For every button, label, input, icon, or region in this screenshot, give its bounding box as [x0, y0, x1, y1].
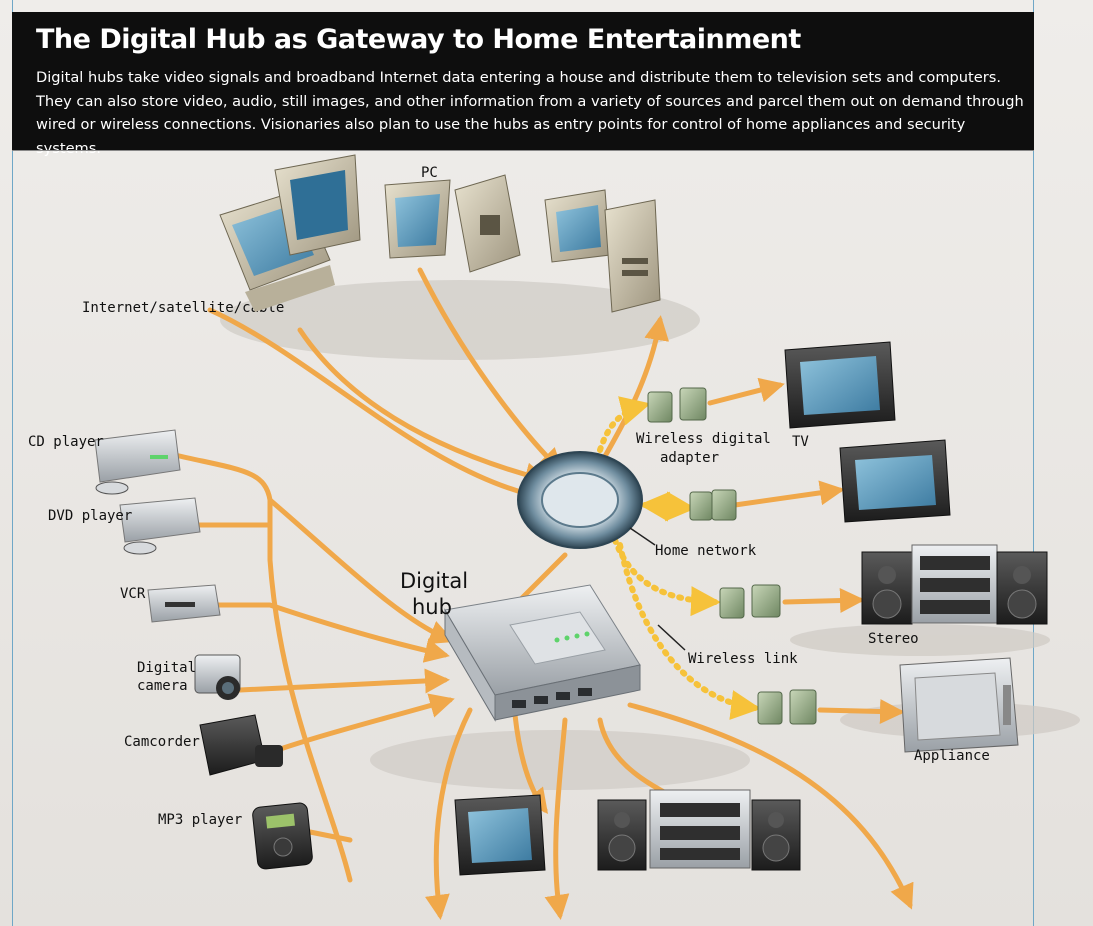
wire-pc-2	[417, 267, 564, 474]
hub-ports	[512, 688, 592, 708]
label-wireless-adapter-1: Wireless digital	[636, 431, 771, 447]
wire-camera	[237, 668, 450, 694]
tv-1: TV	[784, 341, 896, 450]
wire-adapter-stereo	[782, 588, 865, 614]
header-banner: The Digital Hub as Gateway to Home Enter…	[12, 12, 1034, 157]
diagram-title: The Digital Hub as Gateway to Home Enter…	[36, 24, 801, 55]
wire-cd	[267, 497, 455, 645]
header-rule	[12, 150, 1034, 151]
wire-sources-bus	[172, 452, 353, 883]
vcr: VCR	[120, 584, 221, 623]
dvd-player: DVD player	[48, 497, 201, 555]
wire-adapter-tv2	[732, 480, 845, 508]
label-wireless-adapter-2: adapter	[660, 450, 719, 466]
wireless-adapter-tv: Wireless digital adapter	[636, 387, 771, 466]
label-tv: TV	[792, 434, 809, 450]
wireless-adapter-tv2	[689, 489, 737, 521]
hub-status-lights	[554, 631, 590, 643]
wireless-network-adapter2	[639, 491, 696, 522]
pc-monitor-2	[274, 154, 361, 256]
page-margin-line-right	[1033, 0, 1034, 926]
pc-tower-2	[604, 199, 661, 313]
source-devices: CD player DVD player VCR Digital camera	[28, 429, 313, 870]
digital-camera: Digital camera	[137, 654, 241, 700]
cd-player: CD player	[28, 429, 181, 495]
wireless-links	[597, 396, 761, 720]
pc-monitor-4	[544, 189, 611, 263]
tv-bottom	[454, 794, 546, 876]
bottom-devices	[454, 789, 801, 876]
wireless-adapter-stereo	[719, 584, 781, 619]
label-digital-camera-2: camera	[137, 678, 188, 694]
label-vcr: VCR	[120, 586, 146, 602]
label-appliance: Appliance	[914, 748, 990, 764]
appliance: Appliance	[899, 657, 1019, 764]
wire-internet	[207, 307, 560, 510]
label-internet-satellite-cable: Internet/satellite/cable	[82, 300, 284, 316]
wireless-network-adapter4	[617, 542, 761, 720]
stereo-system: Stereo	[861, 544, 1048, 647]
wire-hub-down-5	[627, 702, 914, 910]
home-network-ring: Home network	[517, 451, 757, 559]
digital-hub: Digital hub	[400, 569, 641, 722]
wire-adapter-tv	[707, 377, 785, 406]
label-pc: PC	[421, 165, 438, 181]
wire-hub-down-1	[424, 707, 473, 920]
wireless-link-pointer	[657, 624, 686, 651]
tv-2	[839, 439, 951, 523]
output-devices: TV Stereo Appliance	[784, 341, 1048, 764]
camcorder: Camcorder	[124, 714, 283, 776]
label-home-network: Home network	[655, 543, 757, 559]
wireless-adapters: Wireless digital adapter	[636, 387, 817, 725]
label-dvd-player: DVD player	[48, 508, 132, 524]
pc-monitor-3	[384, 179, 451, 259]
label-camcorder: Camcorder	[124, 734, 200, 750]
label-digital-hub-1: Digital	[400, 569, 468, 593]
wire-hub-down-3	[544, 717, 570, 920]
wire-vcr	[212, 602, 450, 663]
pc-cluster: PC	[219, 154, 661, 313]
page-margin-line-left	[12, 0, 13, 926]
diagram-caption: Digital hubs take video signals and broa…	[36, 69, 1024, 157]
label-cd-player: CD player	[28, 434, 104, 450]
stereo-bottom	[597, 789, 801, 871]
label-wireless-link: Wireless link	[688, 651, 798, 667]
wireless-network-adapter1	[597, 396, 651, 453]
label-stereo: Stereo	[868, 631, 919, 647]
wireless-adapter-appliance	[757, 689, 817, 725]
label-digital-camera-1: Digital	[137, 660, 196, 676]
wire-adapter-appliance	[817, 699, 905, 724]
mp3-player: MP3 player	[158, 802, 313, 870]
label-digital-hub-2: hub	[412, 595, 452, 619]
pc-tower-1	[454, 174, 521, 273]
wire-pc-1	[297, 327, 550, 487]
label-mp3-player: MP3 player	[158, 812, 242, 828]
